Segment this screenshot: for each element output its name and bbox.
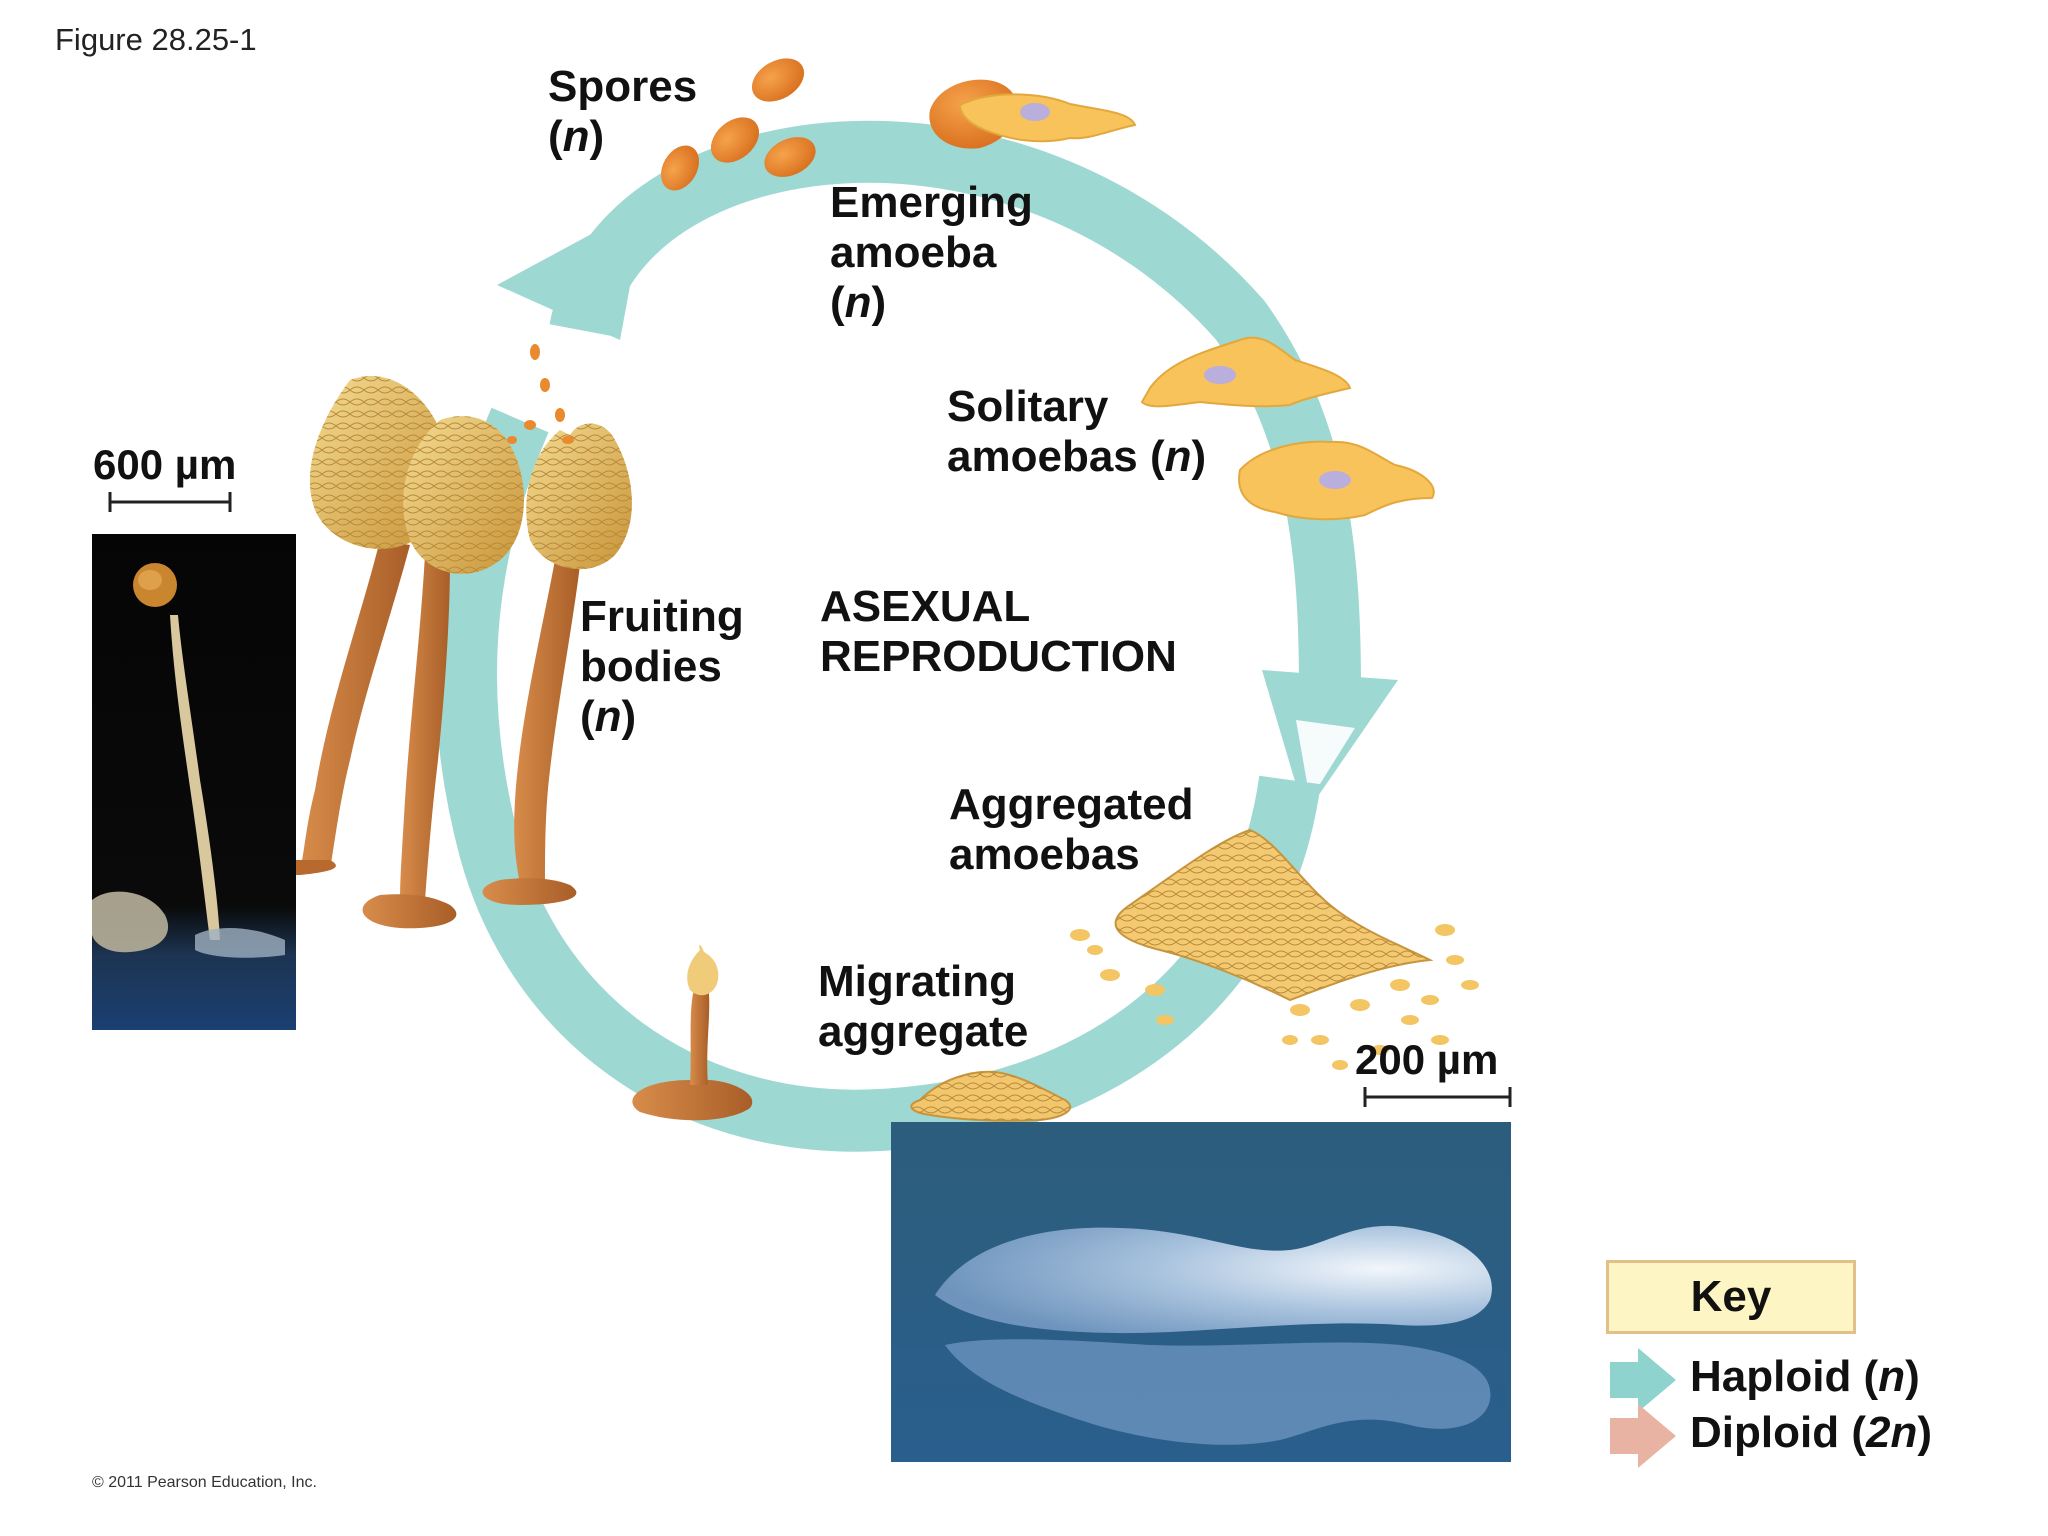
asexual-reproduction-title: ASEXUAL REPRODUCTION <box>820 582 1177 682</box>
spores-label-text: Spores <box>548 62 698 111</box>
key-haploid-row: Haploid (n) <box>1690 1352 1920 1401</box>
center-title-line2: REPRODUCTION <box>820 632 1177 681</box>
aggregated-line1: Aggregated <box>949 780 1194 829</box>
migrating-line2: aggregate <box>818 1007 1029 1056</box>
solitary-amoebas <box>1140 336 1435 521</box>
fruiting-line2: bodies <box>580 642 722 691</box>
haploid-label: Haploid <box>1690 1352 1852 1401</box>
migrating-aggregate <box>910 1070 1072 1122</box>
migrating-slug-photo <box>891 1122 1511 1462</box>
fruiting-line1: Fruiting <box>580 592 744 641</box>
fruiting-bodies <box>271 344 632 929</box>
diploid-arrow-icon <box>1610 1404 1676 1468</box>
fruiting-ploidy: n <box>594 692 622 741</box>
center-title-line1: ASEXUAL <box>820 582 1031 631</box>
key-title: Key <box>1690 1272 1772 1321</box>
spores-label: Spores (n) <box>548 62 698 161</box>
solitary-amoebas-label: Solitary amoebas (n) <box>947 382 1207 481</box>
scale-label-left: 600 µm <box>93 441 237 488</box>
key-diploid-row: Diploid (2n) <box>1690 1408 1932 1457</box>
migrating-aggregate-label: Migrating aggregate <box>818 957 1028 1057</box>
scale-label-right: 200 µm <box>1355 1036 1499 1083</box>
aggregated-amoebas <box>1070 828 1479 1070</box>
solitary-line1: Solitary <box>947 382 1109 431</box>
diploid-label: Diploid <box>1690 1408 1840 1457</box>
emerging-amoeba <box>929 79 1137 149</box>
fruiting-body-photo <box>92 534 296 1030</box>
spore-cluster <box>661 58 816 191</box>
emerging-ploidy: n <box>844 278 872 327</box>
scale-bar-left <box>108 492 232 512</box>
aggregated-line2: amoebas <box>949 830 1140 879</box>
solitary-line2: amoebas <box>947 432 1138 481</box>
early-fruiting-body <box>632 945 753 1121</box>
fruiting-bodies-label: Fruiting bodies (n) <box>580 592 744 741</box>
spores-ploidy: n <box>562 112 590 161</box>
solitary-ploidy: n <box>1164 432 1192 481</box>
figure-number: Figure 28.25-1 <box>55 22 257 57</box>
emerging-line2: amoeba <box>830 228 997 277</box>
copyright-notice: © 2011 Pearson Education, Inc. <box>92 1474 317 1491</box>
key-box: Key <box>1606 1260 1856 1334</box>
scale-bar-right <box>1363 1087 1512 1107</box>
emerging-amoeba-label: Emerging amoeba (n) <box>830 178 1033 327</box>
haploid-ploidy: n <box>1878 1352 1906 1401</box>
aggregated-amoebas-label: Aggregated amoebas <box>949 780 1193 880</box>
diploid-ploidy: 2n <box>1865 1408 1918 1457</box>
migrating-line1: Migrating <box>818 957 1016 1006</box>
haploid-arrow-icon <box>1610 1348 1676 1412</box>
emerging-line1: Emerging <box>830 178 1033 227</box>
